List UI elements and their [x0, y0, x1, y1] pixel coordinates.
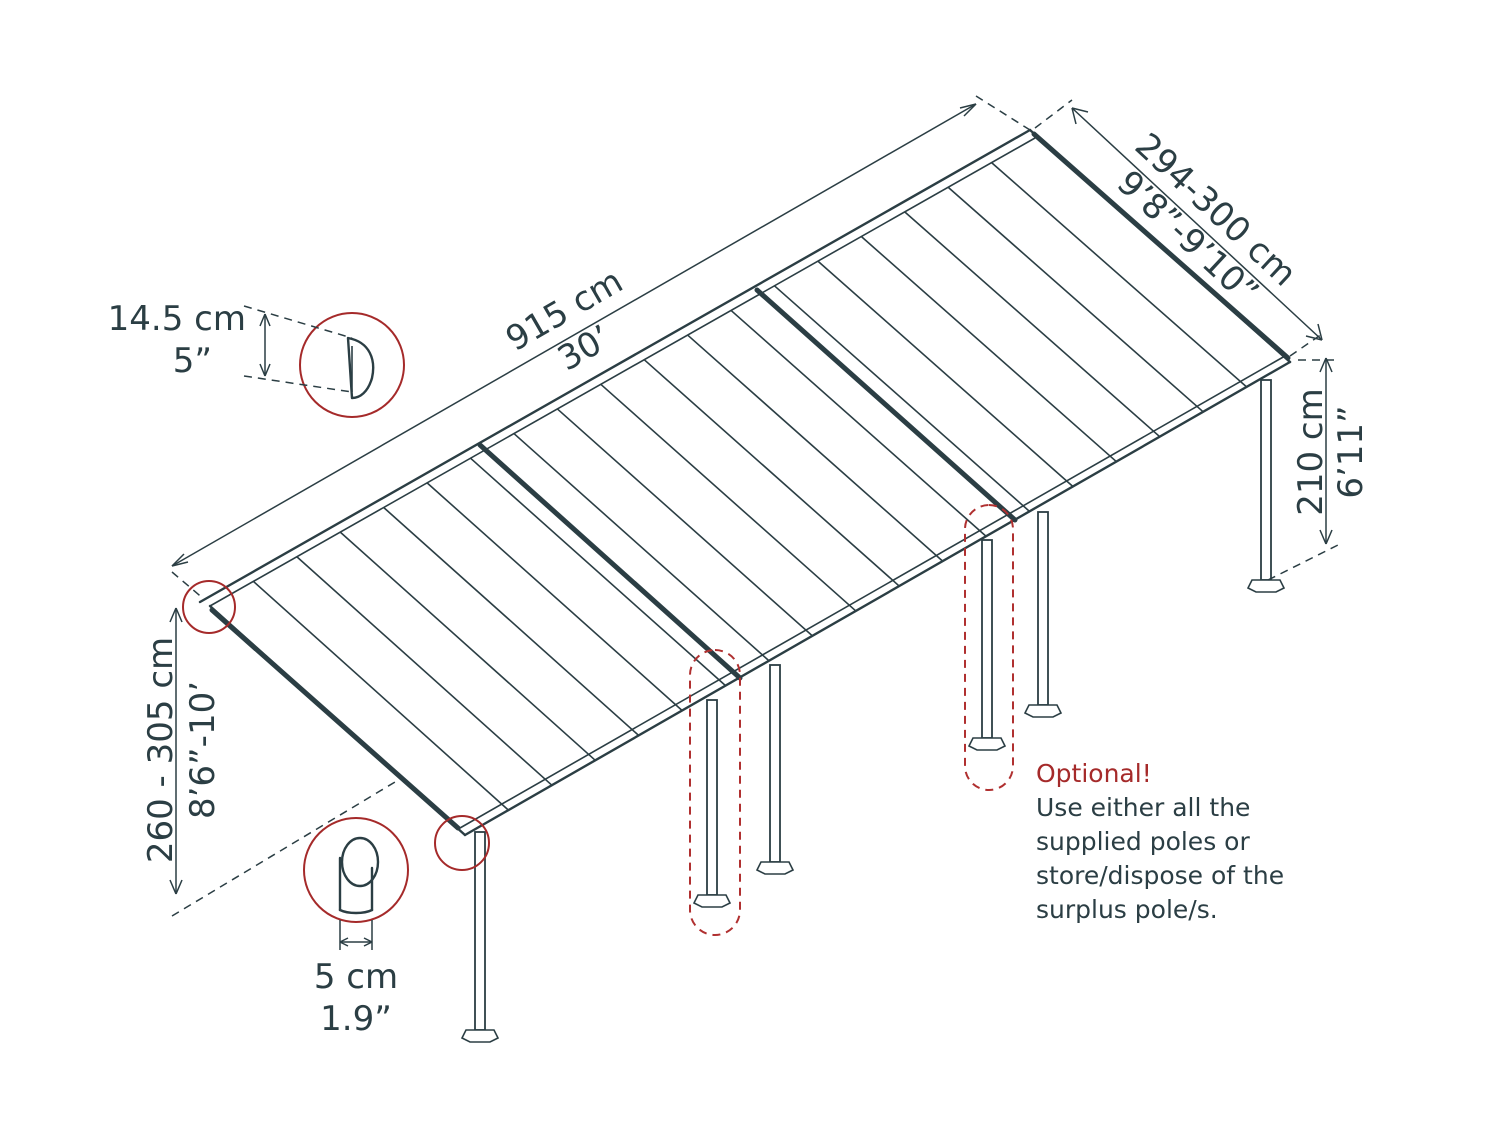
back-height-ft-label: 6’11” [1331, 405, 1371, 498]
gutter-in-label: 5” [173, 341, 212, 381]
gutter-profile-detail: 14.5 cm 5” [108, 299, 405, 418]
front-height-dimension: 260 - 305 cm 8’6”-10’ [141, 607, 396, 917]
pole-foot [460, 1029, 500, 1043]
gutter-profile-icon [346, 336, 375, 400]
front-height-cm-label: 260 - 305 cm [141, 637, 181, 863]
panel-separator [513, 432, 770, 662]
pole-foot [755, 861, 795, 875]
note-line-1: Use either all the [1036, 793, 1250, 822]
panel-separator [730, 309, 987, 537]
back-height-cm-label: 210 cm [1291, 388, 1331, 516]
pole-in-label: 1.9” [320, 999, 392, 1039]
end-beam-right [1031, 131, 1291, 361]
panel-separator [860, 235, 1117, 463]
roof-panels [252, 162, 1248, 811]
depth-dimension: 294-300 cm 9’8”-9’10” [1034, 99, 1323, 357]
pole-foot [692, 894, 732, 908]
gutter-cm-label: 14.5 cm [108, 299, 246, 339]
pole [1260, 379, 1272, 581]
end-beam-left [209, 607, 461, 831]
panel-separator [426, 482, 683, 712]
gutter-detail-circle [299, 312, 405, 418]
note-line-2: supplied poles or [1036, 827, 1250, 856]
pole-foot [967, 737, 1007, 751]
note-line-4: surplus pole/s. [1036, 895, 1218, 924]
roof [198, 128, 1292, 837]
pole-detail-circle [303, 817, 409, 923]
pole-foot [1246, 579, 1286, 593]
optional-pole-highlight-2 [964, 504, 1014, 791]
pole [1037, 511, 1049, 706]
front-height-ft-label: 8’6”-10’ [183, 681, 223, 819]
corner-highlight-back [182, 580, 236, 634]
panel-separator [773, 285, 1031, 512]
panel-separator [600, 383, 857, 612]
panel-separator [296, 556, 553, 786]
panel-separator [556, 408, 813, 637]
pole [474, 831, 486, 1031]
note-title: Optional! [1036, 759, 1152, 788]
panel-separator [947, 186, 1204, 413]
pole [769, 664, 781, 863]
panel-separator [904, 211, 1161, 438]
note-line-3: store/dispose of the [1036, 861, 1284, 890]
pole-cm-label: 5 cm [314, 957, 398, 997]
back-height-dimension: 210 cm 6’11” [1267, 357, 1371, 581]
optional-pole-highlight-1 [689, 649, 741, 936]
pole [981, 539, 993, 739]
panel-separator [817, 260, 1074, 488]
panel-separator [339, 531, 596, 761]
corner-highlight-front [434, 815, 490, 871]
pole-top-icon [340, 836, 380, 888]
panel-separator [687, 334, 944, 562]
pole-foot [1023, 704, 1063, 718]
middle-beam-1 [477, 442, 743, 681]
panel-separator [383, 506, 640, 737]
pole-profile-detail: 5 cm 1.9” [303, 817, 409, 1039]
panel-separator [469, 457, 727, 687]
support-poles [460, 379, 1286, 1043]
pole [706, 699, 718, 896]
panel-separator [991, 162, 1248, 388]
optional-note: Optional! Use either all the supplied po… [1036, 759, 1284, 924]
panel-separator [252, 580, 509, 811]
panel-separator [643, 359, 900, 587]
middle-beam-2 [754, 287, 1018, 523]
